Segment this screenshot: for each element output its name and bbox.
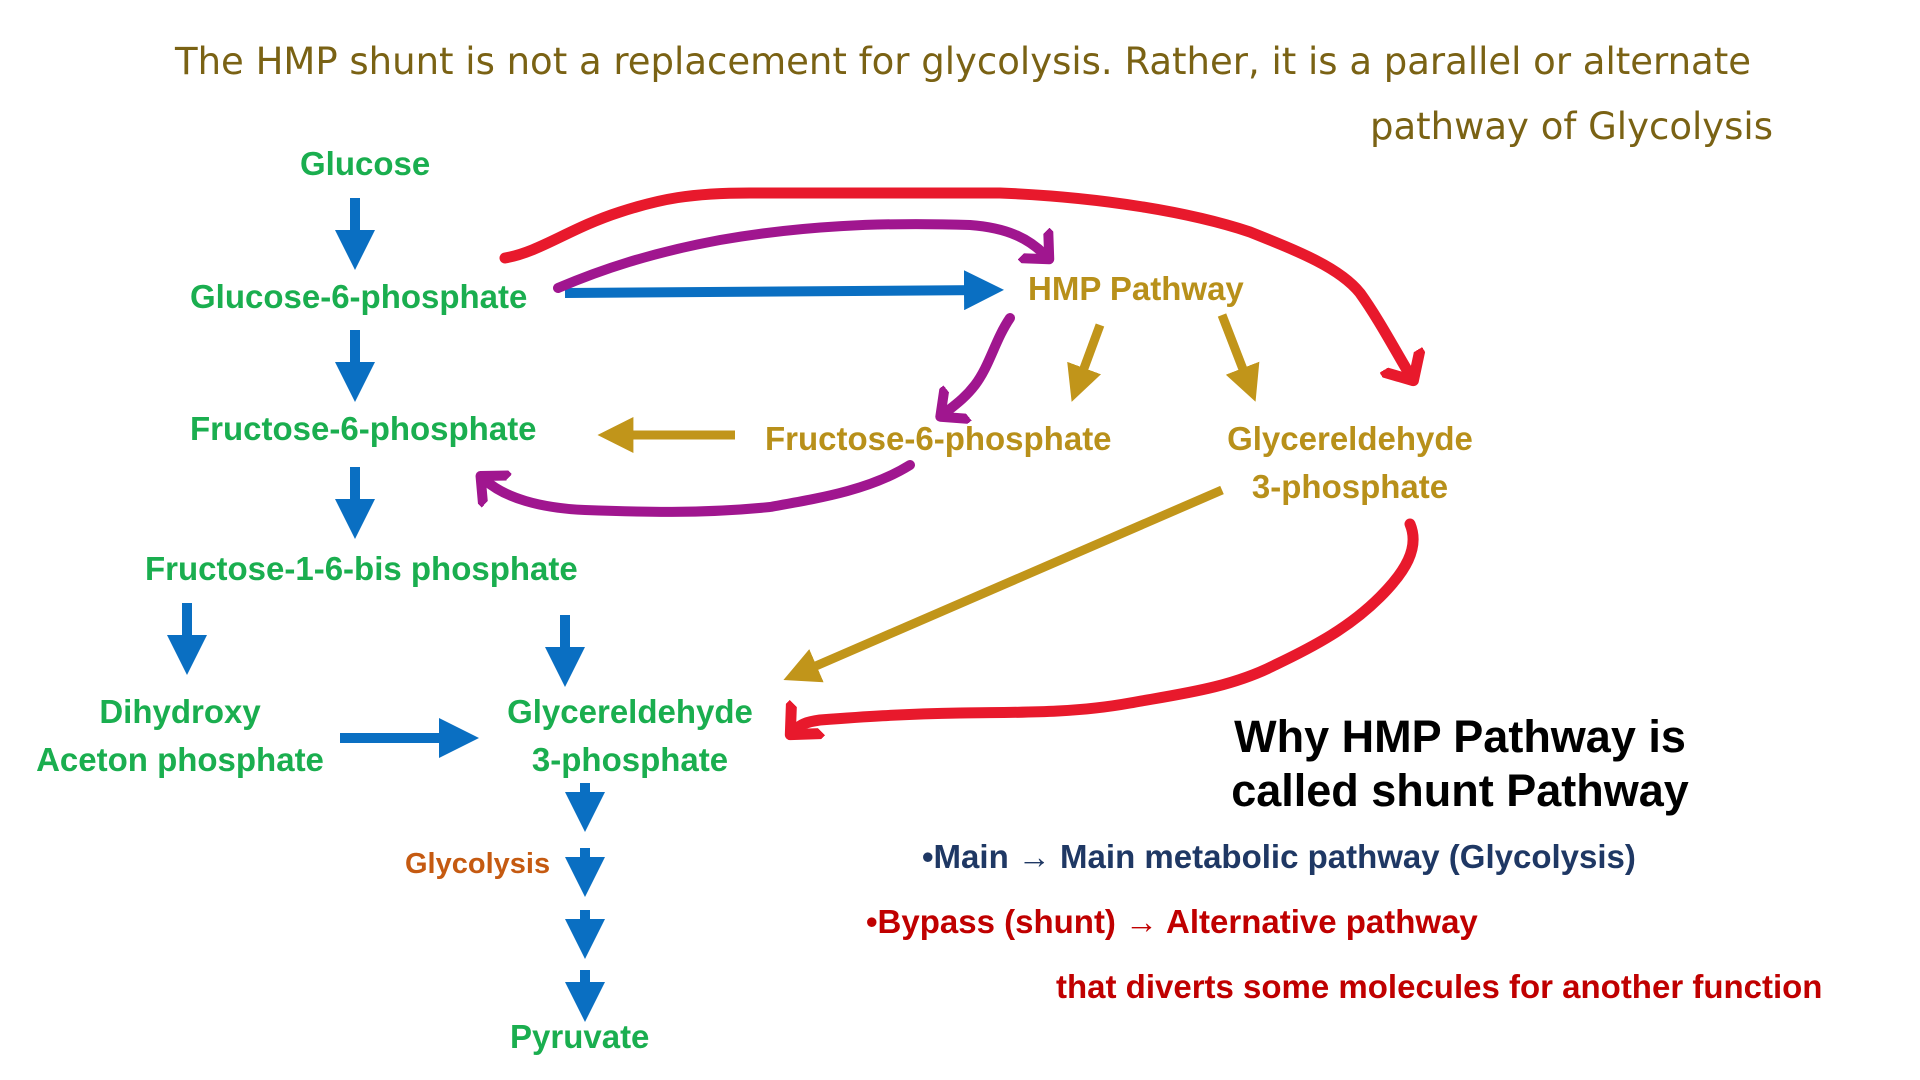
intro-line-2: pathway of Glycolysis: [1370, 105, 1773, 148]
g6p-to-hmp-loop: [553, 219, 1045, 293]
node-pyruvate: Pyruvate: [510, 1018, 650, 1055]
g6p-to-hmp-g3p-shunt-loop: [499, 187, 1410, 375]
bypass-pathway-bullet: •Bypass (shunt) → Alternative pathway: [866, 903, 1478, 940]
node-hmp-fructose-6-phosphate: Fructose-6-phosphate: [765, 420, 1112, 457]
dhap-line-2: Aceton phosphate: [36, 741, 324, 778]
g3p-line-1: Glycereldehyde: [507, 693, 753, 730]
intro-line-1: The HMP shunt is not a replacement for g…: [175, 40, 1751, 83]
g3p-line-2: 3-phosphate: [531, 741, 729, 778]
node-glucose: Glucose: [300, 145, 431, 182]
g6p-to-hmp-arrow: [564, 270, 1004, 311]
hmp-g3p-line-2: 3-phosphate: [1251, 468, 1449, 505]
explanation-heading-line-1: Why HMP Pathway is: [1234, 711, 1686, 762]
node-glyceraldehyde-3-phosphate: Glycereldehyde 3-phosphate: [480, 688, 780, 784]
hmp-g3p-to-g3p-arrow: [783, 485, 1224, 683]
hmp-flow-arrows: [597, 313, 1260, 683]
node-hmp-pathway: HMP Pathway: [1028, 270, 1244, 307]
glycolysis-flow-arrows: [167, 198, 1004, 1023]
node-hmp-glyceraldehyde-3-phosphate: Glycereldehyde 3-phosphate: [1195, 415, 1505, 511]
hmp-to-f6p-loop: [945, 313, 1015, 413]
hmp-to-f6p-arrow: [1067, 323, 1105, 402]
hmp-g3p-to-g3p-shunt-loop: [795, 518, 1419, 730]
label-glycolysis: Glycolysis: [405, 848, 551, 880]
node-fructose-1-6-bisphosphate: Fructose-1-6-bis phosphate: [145, 550, 578, 587]
hmp-f6p-to-f6p-loop: [485, 460, 915, 517]
main-pathway-bullet: •Main → Main metabolic pathway (Glycolys…: [922, 838, 1636, 875]
dhap-line-1: Dihydroxy: [99, 693, 261, 730]
explanation-heading: Why HMP Pathway is called shunt Pathway: [1160, 710, 1760, 818]
explanation-heading-line-2: called shunt Pathway: [1231, 765, 1689, 816]
node-dihydroxyacetone-phosphate: Dihydroxy Aceton phosphate: [25, 688, 335, 784]
bypass-pathway-continued: that diverts some molecules for another …: [1056, 968, 1823, 1005]
shunt-loops: [499, 187, 1419, 730]
hmp-to-g3p-arrow: [1217, 313, 1260, 402]
hmp-loops: [485, 219, 1045, 517]
node-glucose-6-phosphate: Glucose-6-phosphate: [190, 278, 528, 315]
node-fructose-6-phosphate: Fructose-6-phosphate: [190, 410, 537, 447]
hmp-g3p-line-1: Glycereldehyde: [1227, 420, 1473, 457]
